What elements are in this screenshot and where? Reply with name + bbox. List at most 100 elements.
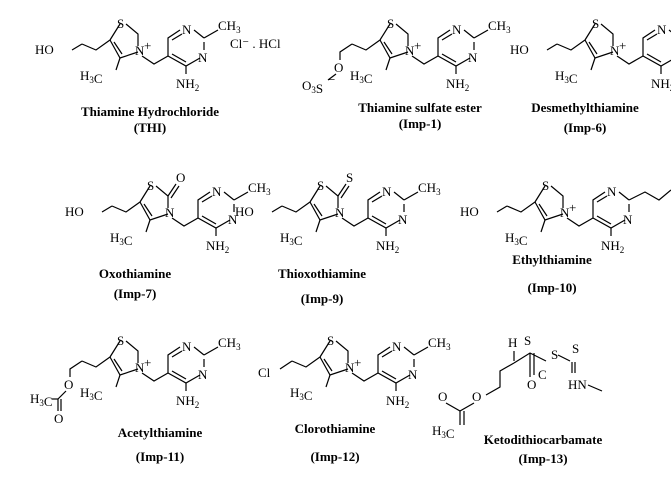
bond (596, 195, 608, 203)
bond (139, 185, 151, 203)
bond (315, 219, 321, 233)
bond (411, 55, 439, 65)
bond (281, 201, 311, 213)
atom-label-s: S (524, 333, 531, 348)
bond (125, 23, 139, 46)
atom-label: O (64, 377, 73, 392)
caption-imp-12: Clorothiamine (Imp-12) (295, 421, 376, 465)
counter-ion: Cl⁻ . HCl (230, 36, 281, 51)
bond (587, 384, 603, 392)
atom-label-s: S (117, 16, 124, 31)
charge-plus: + (144, 38, 151, 53)
atom-label-methyl: H3C (80, 68, 103, 86)
bond (441, 33, 453, 41)
bond (506, 201, 536, 213)
atom-label: S (572, 341, 579, 356)
atom-label-s: S (317, 178, 324, 193)
bond (167, 183, 177, 197)
bond (325, 374, 331, 388)
atom-label: O (527, 377, 536, 392)
bond (403, 346, 415, 356)
bond (125, 340, 139, 363)
atom-label-ho: HO (65, 204, 84, 219)
bond (171, 33, 183, 41)
bond (203, 346, 219, 356)
atom-label-ch3: CH3 (488, 18, 511, 35)
bond (145, 219, 151, 233)
bond (167, 29, 181, 56)
bond (171, 350, 183, 358)
bond (193, 346, 205, 356)
atom-label-s: S (147, 178, 154, 193)
charge-plus: + (354, 355, 361, 370)
bond (313, 203, 323, 217)
bond (534, 185, 546, 203)
atom-label-nh2: NH2 (376, 238, 399, 255)
bond (337, 183, 347, 197)
atom-label: H3C (432, 423, 455, 441)
atom-label-so3: O3S (302, 78, 323, 96)
atom-label-nh2: NH2 (446, 76, 469, 93)
atom-label-s: S (542, 178, 549, 193)
atom-label-methyl: H3C (350, 68, 373, 86)
atom-label-n: N (165, 205, 175, 220)
atom-label: O (438, 389, 447, 404)
bond (339, 43, 353, 60)
atom-label-methyl: H3C (80, 385, 103, 403)
bond (201, 195, 213, 203)
bond (193, 29, 205, 39)
bond (383, 41, 393, 55)
bond (437, 29, 451, 56)
bond (101, 205, 113, 213)
bond (546, 43, 558, 51)
bond (496, 205, 508, 213)
charge-plus: + (144, 355, 151, 370)
atom-label-n: N (452, 22, 462, 37)
bond (385, 57, 391, 71)
bond (413, 346, 429, 356)
compound-code: (Imp-1) (398, 116, 442, 131)
bond (646, 33, 658, 41)
compound-code: (Imp-9) (300, 291, 344, 306)
bond (584, 23, 596, 41)
bond (115, 57, 121, 71)
bond (592, 191, 606, 218)
atom-label-ho: HO (510, 42, 529, 57)
atom-label-cl: Cl (258, 365, 271, 380)
atom-label-methyl: H3C (505, 230, 528, 248)
compound-code: (Imp-10) (527, 280, 577, 295)
atom-label-nh2: NH2 (386, 393, 409, 410)
compound-name: Ethylthiamine (512, 252, 592, 267)
compound-code: (Imp-6) (563, 120, 607, 135)
atom-label-ch3: CH3 (218, 335, 241, 352)
bond (557, 354, 571, 362)
atom-label: O (54, 411, 63, 426)
atom-label: C (538, 367, 547, 382)
atom-label-methyl: H3C (110, 230, 133, 248)
bond (279, 360, 293, 370)
bond (111, 201, 141, 213)
bond (57, 390, 67, 400)
compound-name: Thioxothiamine (277, 266, 367, 281)
bond (596, 215, 612, 225)
compound-name: Acetylthiamine (117, 425, 203, 440)
atom-label-nh2: NH2 (601, 238, 624, 255)
bond (381, 350, 393, 358)
caption-imp-9: Thioxothiamine (Imp-9) (278, 266, 366, 307)
charge-minus: − (328, 72, 335, 87)
bond (81, 39, 111, 51)
bond (223, 191, 235, 201)
bond (71, 43, 83, 51)
bond (566, 217, 594, 227)
atom-label-nh2: NH2 (206, 238, 229, 255)
bond (141, 55, 169, 65)
compound-name: Thiamine Hydrochloride (80, 104, 220, 119)
atom-label-ch3: CH3 (428, 335, 451, 352)
